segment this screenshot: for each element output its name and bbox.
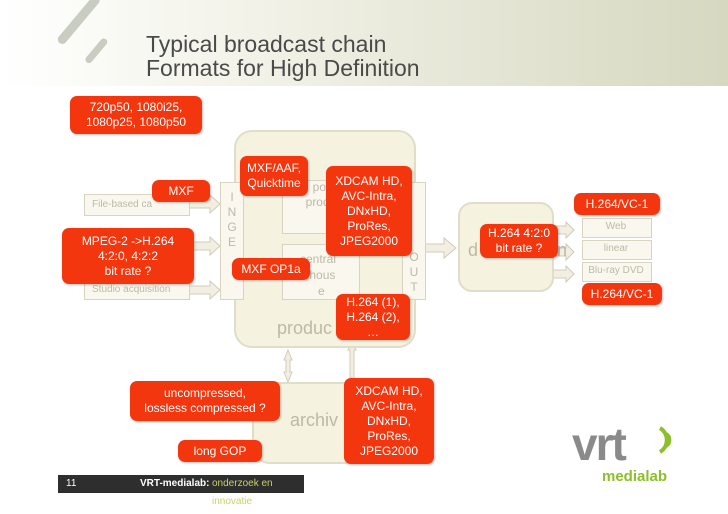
h264-output-tag: H.264 (1), H.264 (2), … [336, 294, 410, 340]
mxf-aaf-tag: MXF/AAF, Quicktime [240, 156, 308, 196]
xdcam-production-tag: XDCAM HD, AVC-Intra, DNxHD, ProRes, JPEG… [326, 166, 412, 256]
archive-label: archiv [290, 410, 339, 430]
central-warehouse-label-3: e [318, 284, 325, 298]
logo-vrt-text: vrt [572, 418, 627, 470]
ingest-box [220, 182, 244, 300]
xdcam-archive-tag: XDCAM HD, AVC-Intra, DNxHD, ProRes, JPEG… [344, 378, 434, 464]
footer-tagline: onderzoek en innovatie [212, 478, 273, 507]
logo-medialab-text: medialab [602, 468, 668, 485]
footer-bar: 11 VRT-medialab: onderzoek en innovatie [58, 475, 304, 507]
logo-signal-icon [658, 426, 672, 454]
ingest-label: I N G E [227, 190, 237, 249]
long-gop-tag: long GOP [178, 440, 262, 462]
linear-label: linear [603, 243, 629, 254]
vrt-medialab-logo: vrt medialab [570, 420, 700, 492]
mpeg2-tag: MPEG-2 ->H.264 4:2:0, 4:2:2 bit rate ? [62, 228, 194, 284]
mxf-op1a-tag: MXF OP1a [232, 258, 310, 280]
acquisition-formats-tag: 720p50, 1080i25, 1080p25, 1080p50 [70, 96, 202, 134]
web-label: Web [605, 221, 627, 232]
h264-distribution-tag: H.264 4:2:0 bit rate ? [480, 224, 558, 258]
distribution-label-start: d [468, 240, 479, 260]
out-label: O U T [409, 250, 419, 294]
production-label: produc [277, 318, 333, 338]
slide-title-line1: Typical broadcast chain [146, 31, 387, 57]
uncompressed-tag: uncompressed, lossless compressed ? [130, 381, 280, 421]
bluray-label: Blu-ray DVD [588, 265, 644, 276]
page-number: 11 [66, 478, 77, 489]
linear-box [582, 240, 652, 260]
distribution-label-end: n [557, 240, 568, 260]
vc1-bluray-tag: H.264/VC-1 [582, 283, 662, 305]
mxf-tag: MXF [152, 180, 210, 202]
footer-brand: VRT-medialab: [140, 478, 210, 489]
web-box [582, 218, 652, 238]
slide-title-line2: Formats for High Definition [146, 55, 420, 81]
vc1-web-tag: H.264/VC-1 [574, 193, 660, 215]
bluray-box [582, 262, 652, 282]
file-based-label: File-based ca [92, 199, 153, 210]
title-bar [0, 0, 728, 86]
studio-acquisition-label: Studio acquisition [92, 284, 171, 295]
